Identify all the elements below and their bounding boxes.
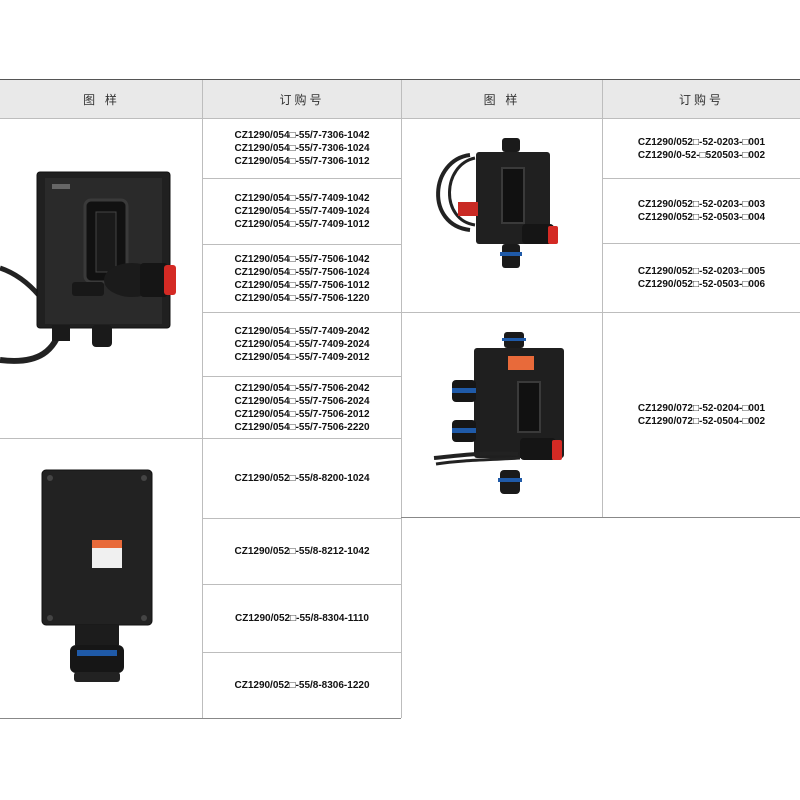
product-image-gland-box xyxy=(433,332,564,494)
order-codes-cell: CZ1290/052□-52-0203-□001 CZ1290/0-52-□52… xyxy=(603,119,800,178)
order-code: CZ1290/054□-55/7-7506-1024 xyxy=(234,266,370,278)
order-code: CZ1290/0-52-□520503-□002 xyxy=(637,149,766,161)
order-code: CZ1290/052□-52-0503-□006 xyxy=(637,279,766,290)
header-order-left: 订购号 xyxy=(203,80,401,118)
order-codes-cell: CZ1290/054□-55/7-7409-1042 CZ1290/054□-5… xyxy=(203,179,401,244)
order-code: CZ1290/052□-55/8-8212-1042 xyxy=(234,546,370,557)
row-divider xyxy=(203,584,401,585)
order-code: CZ1290/052□-55/8-8200-1024 xyxy=(234,473,370,484)
order-code: CZ1290/054□-55/7-7506-2220 xyxy=(234,421,370,433)
order-code: CZ1290/054□-55/7-7409-2024 xyxy=(234,339,370,350)
table-bottom-border-right xyxy=(401,517,800,518)
order-codes-cell: CZ1290/052□-52-0203-□003 CZ1290/052□-52-… xyxy=(603,179,800,243)
order-code: CZ1290/054□-55/7-7306-1012 xyxy=(234,156,370,167)
order-code: CZ1290/052□-52-0203-□005 xyxy=(637,266,766,277)
section-divider-left xyxy=(0,438,401,439)
order-codes-cell: CZ1290/054□-55/7-7306-1042 CZ1290/054□-5… xyxy=(203,119,401,178)
order-code: CZ1290/054□-55/7-7506-2024 xyxy=(234,395,370,407)
header-image-left: 图 样 xyxy=(0,80,203,118)
section-divider-right xyxy=(401,312,800,313)
row-divider xyxy=(203,244,401,245)
order-code: CZ1290/054□-55/7-7409-1024 xyxy=(234,206,370,217)
row-divider xyxy=(203,518,401,519)
order-code: CZ1290/054□-55/7-7409-2042 xyxy=(234,326,370,337)
header-order-right: 订购号 xyxy=(603,80,800,118)
order-code: CZ1290/054□-55/7-7506-2042 xyxy=(234,382,370,394)
col-divider-2 xyxy=(401,80,402,718)
col-divider-1 xyxy=(202,80,203,718)
row-divider xyxy=(203,652,401,653)
order-code: CZ1290/054□-55/7-7306-1024 xyxy=(234,143,370,154)
order-code: CZ1290/052□-52-0203-□001 xyxy=(637,136,766,148)
order-code: CZ1290/072□-52-0204-□001 xyxy=(637,403,766,414)
product-image-cable-box xyxy=(436,138,558,268)
row-divider xyxy=(203,312,401,313)
row-divider xyxy=(603,178,800,179)
order-codes-cell: CZ1290/052□-55/8-8200-1024 xyxy=(203,439,401,518)
row-divider xyxy=(603,243,800,244)
order-codes-cell: CZ1290/052□-52-0203-□005 CZ1290/052□-52-… xyxy=(603,244,800,312)
col-divider-3 xyxy=(602,80,603,517)
order-code: CZ1290/054□-55/7-7409-2012 xyxy=(234,352,370,363)
order-code: CZ1290/052□-52-0203-□003 xyxy=(637,199,766,210)
order-code: CZ1290/054□-55/7-7306-1042 xyxy=(234,130,370,141)
order-code: CZ1290/052□-52-0503-□004 xyxy=(637,212,766,223)
order-codes-cell: CZ1290/052□-55/8-8212-1042 xyxy=(203,519,401,584)
order-codes-cell: CZ1290/052□-55/8-8306-1220 xyxy=(203,653,401,718)
order-codes-cell: CZ1290/072□-52-0204-□001 CZ1290/072□-52-… xyxy=(603,313,800,517)
order-code: CZ1290/054□-55/7-7409-1012 xyxy=(234,219,370,230)
order-code: CZ1290/052□-55/8-8304-1110 xyxy=(235,613,369,624)
product-image-socket-box xyxy=(0,171,176,364)
order-code: CZ1290/054□-55/7-7506-1220 xyxy=(234,292,370,304)
header-bottom-border xyxy=(0,118,800,119)
order-codes-cell: CZ1290/054□-55/7-7506-2042 CZ1290/054□-5… xyxy=(203,377,401,438)
header-image-right: 图 样 xyxy=(401,80,603,118)
order-codes-cell: CZ1290/052□-55/8-8304-1110 xyxy=(203,585,401,652)
order-code: CZ1290/052□-55/8-8306-1220 xyxy=(234,680,370,691)
order-code: CZ1290/054□-55/7-7409-1042 xyxy=(234,193,370,204)
order-codes-cell: CZ1290/054□-55/7-7409-2042 CZ1290/054□-5… xyxy=(203,313,401,376)
order-code: CZ1290/054□-55/7-7506-1012 xyxy=(234,279,370,291)
order-codes-cell: CZ1290/054□-55/7-7506-1042 CZ1290/054□-5… xyxy=(203,245,401,312)
table-top-border xyxy=(0,79,800,80)
product-image-tall-box xyxy=(41,469,153,682)
order-code: CZ1290/054□-55/7-7506-2012 xyxy=(234,408,370,420)
row-divider xyxy=(203,178,401,179)
table-bottom-border xyxy=(0,718,401,719)
order-code: CZ1290/054□-55/7-7506-1042 xyxy=(234,253,370,265)
row-divider xyxy=(203,376,401,377)
order-code: CZ1290/072□-52-0504-□002 xyxy=(637,416,766,427)
